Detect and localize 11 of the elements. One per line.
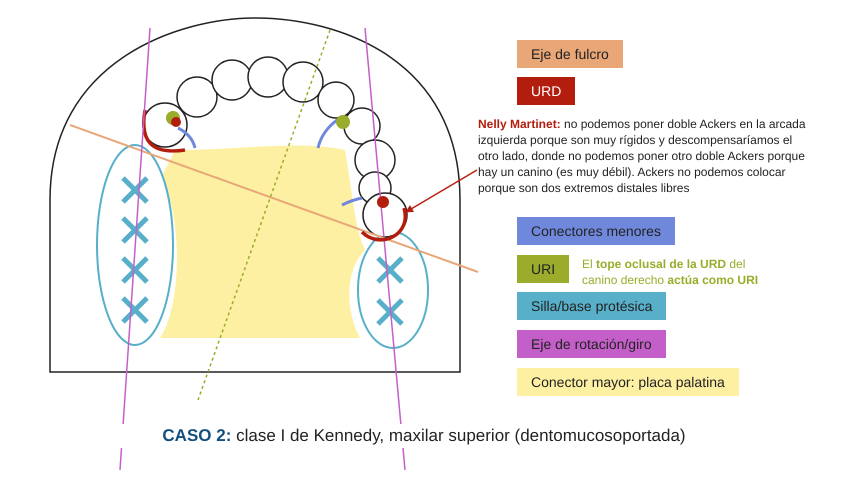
legend-label: URD xyxy=(531,83,562,99)
legend-label: Silla/base protésica xyxy=(531,298,652,314)
legend-label: Conector mayor: placa palatina xyxy=(531,374,725,390)
arrow xyxy=(405,169,478,213)
legend-label: Eje de fulcro xyxy=(531,46,609,62)
note-text: El tope oclusal de la URD del canino derecho actúa como URI xyxy=(582,256,760,288)
note-text: Nelly Martinet: no podemos poner doble Ackers en la arcada izquierda porque son muy rígidos y descompensaríamos el otro lado, donde no podemos poner otro doble Ackers porque hay un canino (es muy débil). Ackers no podemos colocar porque son dos extremos distales libres xyxy=(478,116,808,196)
legend-label: Eje de rotación/giro xyxy=(531,336,652,352)
clasp-arc xyxy=(360,208,407,242)
legend-label: Conectores menores xyxy=(531,223,661,239)
legend-label: URI xyxy=(531,261,556,277)
